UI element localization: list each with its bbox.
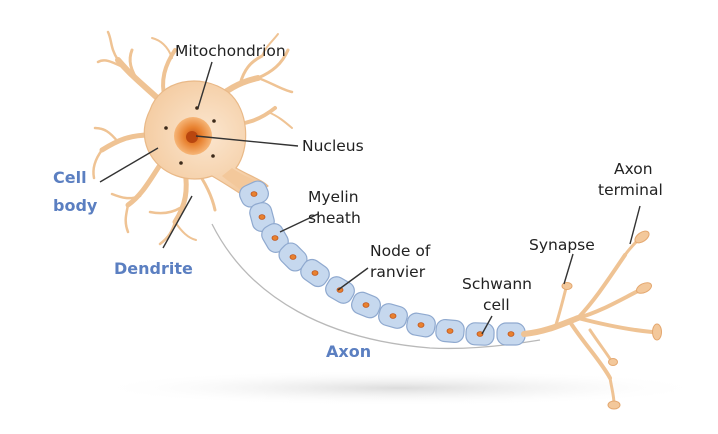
label-cell-body-line1: Cell	[53, 168, 87, 187]
label-node-line2: ranvier	[370, 263, 426, 281]
label-axon: Axon	[326, 342, 371, 361]
label-synapse: Synapse	[529, 236, 595, 254]
schwann-nuclei	[250, 191, 515, 337]
nucleolus	[186, 131, 198, 143]
label-myelin-line2: sheath	[308, 209, 361, 227]
myelin-sheath	[239, 180, 526, 346]
label-nucleus: Nucleus	[302, 137, 364, 155]
label-node-line1: Node of	[370, 242, 431, 260]
label-cell-body-line2: body	[53, 196, 98, 215]
label-schwann-line2: cell	[483, 296, 510, 314]
label-dendrite: Dendrite	[114, 259, 193, 278]
axon-membrane	[211, 223, 541, 350]
label-terminal-line1: Axon	[614, 160, 653, 178]
label-schwann-line1: Schwann	[462, 275, 532, 293]
floor-shadow	[90, 370, 710, 406]
label-mitochondrion: Mitochondrion	[175, 42, 286, 60]
terminal-buttons	[561, 230, 662, 410]
leader-lines	[99, 61, 641, 335]
label-terminal-line2: terminal	[598, 181, 663, 199]
label-myelin-line1: Myelin	[308, 188, 359, 206]
